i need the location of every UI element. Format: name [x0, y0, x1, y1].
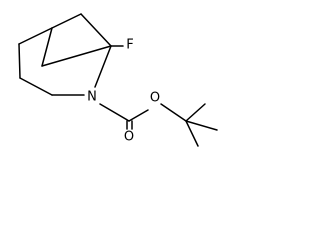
bond-left-lower-left	[18, 43, 21, 79]
bond-lower-left-ch2	[19, 77, 53, 96]
bond-top-left-left	[18, 27, 53, 45]
bond-nitrogen-carbonyl	[99, 103, 130, 122]
bond-bridgehead-nitrogen	[94, 45, 112, 88]
boc-group	[99, 103, 218, 147]
carbonyl-oxygen-atom-label: O	[124, 130, 134, 145]
bond-top-left-back-bridge	[41, 27, 53, 67]
bond-back-bridge-bridgehead	[41, 45, 112, 67]
bond-quaternary-methyl-top	[185, 103, 206, 122]
bond-bridgehead-top-right	[80, 13, 112, 47]
bond-quaternary-methyl-bottom	[185, 120, 199, 147]
bicyclic-cage	[18, 13, 124, 96]
ester-oxygen-atom-label: O	[150, 91, 160, 106]
fluorine-atom-label: F	[126, 38, 133, 53]
nitrogen-atom-label: N	[87, 90, 97, 105]
bond-ester-oxygen-quaternary	[160, 103, 187, 122]
bond-carbonyl-ester-oxygen	[128, 109, 149, 122]
bond-quaternary-methyl-right	[185, 120, 218, 131]
bond-top-right-top-left	[51, 13, 82, 29]
chemical-structure-diagram: F N O O	[18, 13, 218, 147]
